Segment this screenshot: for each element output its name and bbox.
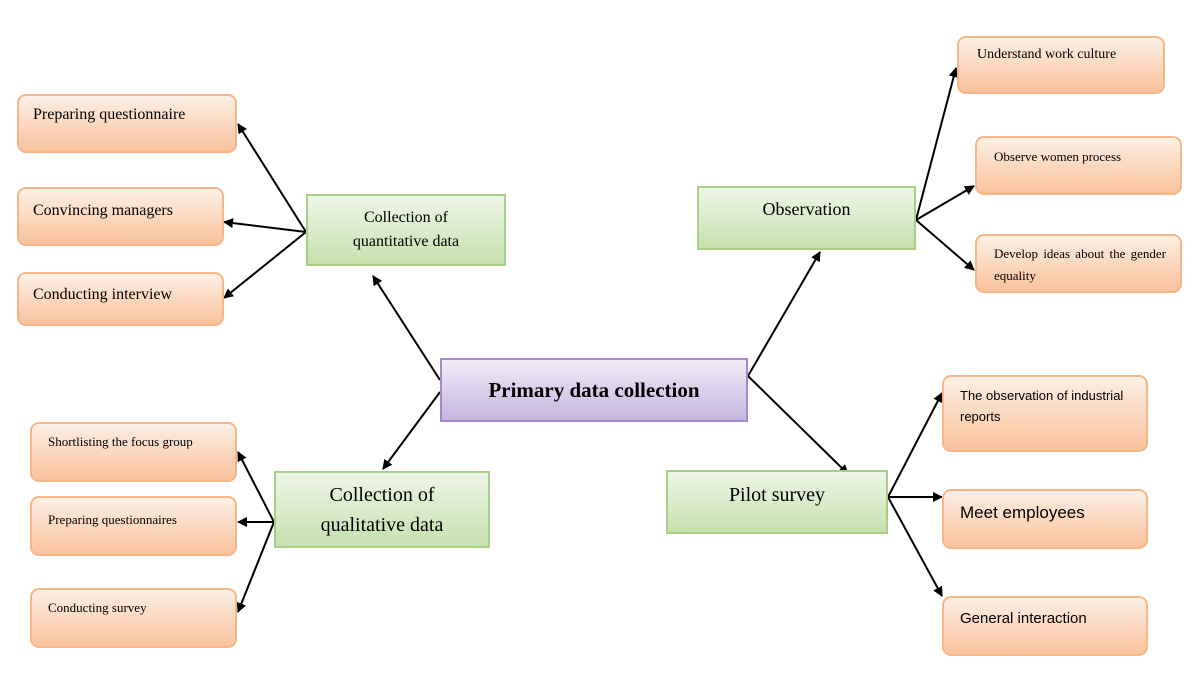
leaf-label: Understand work culture xyxy=(977,47,1117,62)
leaf-label: General interaction xyxy=(960,610,1087,627)
branch-qualitative: Collection of qualitative data xyxy=(274,471,490,548)
arrow-qualitative-to-item-1 xyxy=(237,451,275,523)
leaf-label: Meet employees xyxy=(960,503,1085,522)
leaf-convincing-managers: Convincing managers xyxy=(17,187,224,246)
leaf-preparing-questionnaire: Preparing questionnaire xyxy=(17,94,237,153)
leaf-preparing-questionnaires: Preparing questionnaires xyxy=(30,496,237,556)
arrow-observation-to-item-3 xyxy=(915,219,975,271)
leaf-label: Observe women process xyxy=(994,149,1122,164)
leaf-understand-work-culture: Understand work culture xyxy=(957,36,1165,94)
arrow-quantitative-to-item-3 xyxy=(223,231,307,299)
leaf-meet-employees: Meet employees xyxy=(942,489,1148,549)
leaf-label: The observation of industrial reports xyxy=(960,388,1124,424)
leaf-label: Convincing managers xyxy=(33,202,173,219)
arrow-observation-to-item-1 xyxy=(915,67,959,221)
leaf-general-interaction: General interaction xyxy=(942,596,1148,656)
arrow-center-to-observation xyxy=(747,251,821,377)
leaf-label: Conducting survey xyxy=(48,600,147,615)
branch-qualitative-label: Collection of qualitative data xyxy=(320,483,444,536)
center-node: Primary data collection xyxy=(440,358,748,422)
leaf-conducting-survey: Conducting survey xyxy=(30,588,237,648)
branch-pilot: Pilot survey xyxy=(666,470,888,534)
arrow-observation-to-item-2 xyxy=(915,185,975,221)
leaf-label: Preparing questionnaires xyxy=(48,512,177,527)
leaf-conducting-interview: Conducting interview xyxy=(17,272,224,326)
branch-observation: Observation xyxy=(697,186,916,250)
leaf-label: Preparing questionnaire xyxy=(33,106,186,123)
leaf-develop-ideas-gender-equality: Develop ideas about the gender equality xyxy=(975,234,1182,293)
arrow-pilot-to-item-3 xyxy=(887,496,943,597)
arrow-quantitative-to-item-2 xyxy=(223,218,307,233)
arrow-center-to-quantitative xyxy=(372,275,441,381)
leaf-observation-industrial-reports: The observation of industrial reports xyxy=(942,375,1148,452)
leaf-label: Conducting interview xyxy=(33,286,173,303)
leaf-shortlisting-focus-group: Shortlisting the focus group xyxy=(30,422,237,482)
branch-observation-label: Observation xyxy=(762,199,851,219)
arrow-qualitative-to-item-3 xyxy=(236,521,275,613)
branch-quantitative-label: Collection of quantitative data xyxy=(352,209,460,250)
arrow-pilot-to-item-1 xyxy=(887,392,943,498)
arrow-quantitative-to-item-1 xyxy=(237,123,307,233)
leaf-label: Shortlisting the focus group xyxy=(48,434,193,449)
arrow-center-to-qualitative xyxy=(382,391,441,470)
leaf-label: Develop ideas about the gender equality xyxy=(994,246,1166,283)
branch-pilot-label: Pilot survey xyxy=(728,484,826,506)
arrow-center-to-pilot xyxy=(747,375,849,475)
leaf-observe-women-process: Observe women process xyxy=(975,136,1182,195)
center-label: Primary data collection xyxy=(488,377,700,402)
branch-quantitative: Collection of quantitative data xyxy=(306,194,506,266)
